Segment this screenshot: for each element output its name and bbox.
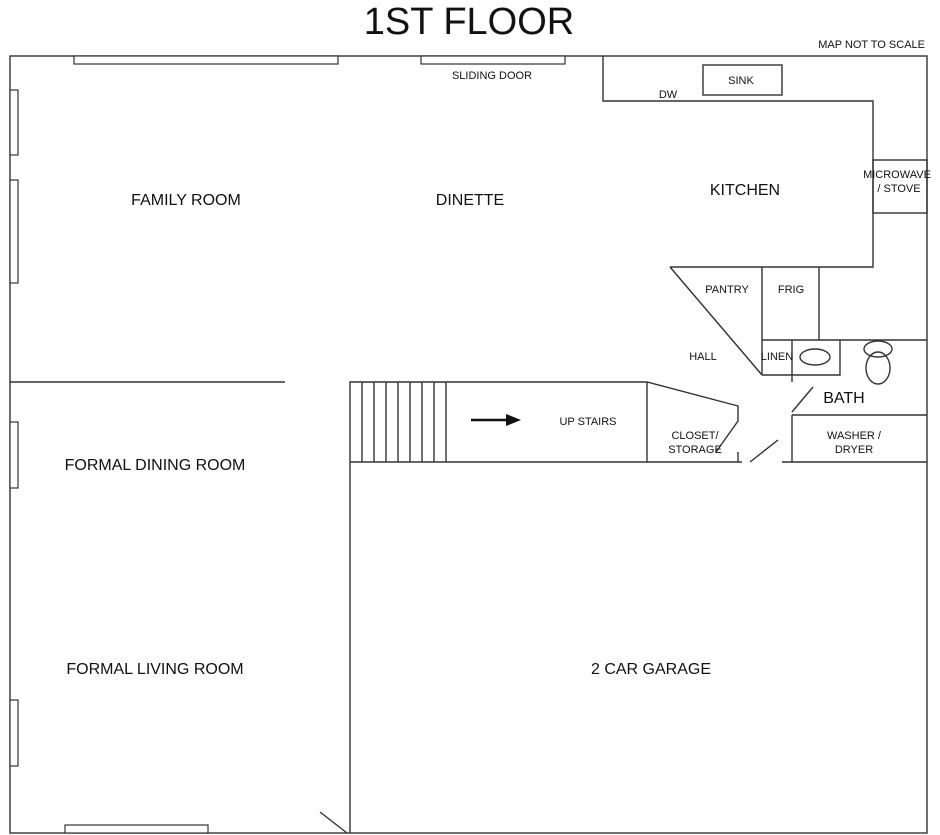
- label-formal-living: FORMAL LIVING ROOM: [66, 661, 243, 678]
- stair-treads: [361, 382, 447, 462]
- arrow-right-icon: [471, 414, 521, 426]
- microwave-stove: [872, 159, 928, 214]
- stairs-wall: [349, 381, 739, 462]
- label-hall: HALL: [689, 351, 717, 363]
- label-garage: 2 CAR GARAGE: [591, 661, 711, 678]
- sliding-door: [420, 55, 566, 65]
- hall-door: [749, 439, 779, 463]
- label-sink: SINK: [728, 75, 754, 87]
- outer-wall: [9, 55, 928, 834]
- window: [73, 55, 339, 65]
- label-frig: FRIG: [778, 284, 804, 296]
- toilet-tank: [863, 340, 893, 358]
- kitchen-counter: [602, 56, 874, 268]
- label-dinette: DINETTE: [436, 192, 504, 209]
- window: [9, 421, 19, 489]
- label-linen: LINEN: [761, 351, 793, 363]
- toilet-bowl: [865, 351, 891, 385]
- label-microwave: MICROWAVE: [863, 169, 931, 181]
- label-stove: / STOVE: [877, 183, 920, 195]
- label-kitchen: KITCHEN: [710, 182, 780, 199]
- label-sliding-door: SLIDING DOOR: [452, 70, 532, 82]
- garage-door: [319, 811, 348, 834]
- label-pantry: PANTRY: [705, 284, 749, 296]
- label-dryer: DRYER: [835, 444, 873, 456]
- scale-note: MAP NOT TO SCALE: [818, 39, 925, 51]
- label-dw: DW: [659, 89, 678, 101]
- window: [9, 89, 19, 156]
- bath-door: [791, 386, 814, 413]
- page-title: 1ST FLOOR: [364, 1, 574, 43]
- label-bath: BATH: [823, 390, 864, 407]
- label-storage: STORAGE: [668, 444, 722, 456]
- label-stairs: UP STAIRS: [559, 416, 616, 428]
- pantry-wall: [669, 266, 763, 376]
- window: [64, 824, 209, 834]
- bath-sink: [799, 348, 831, 366]
- label-formal-dining: FORMAL DINING ROOM: [65, 457, 246, 474]
- label-closet: CLOSET/: [671, 430, 719, 442]
- label-family-room: FAMILY ROOM: [131, 192, 241, 209]
- window: [9, 179, 19, 284]
- sink-fixture: [702, 64, 783, 96]
- label-washer: WASHER /: [827, 430, 882, 442]
- window: [9, 699, 19, 767]
- vanity: [762, 340, 841, 376]
